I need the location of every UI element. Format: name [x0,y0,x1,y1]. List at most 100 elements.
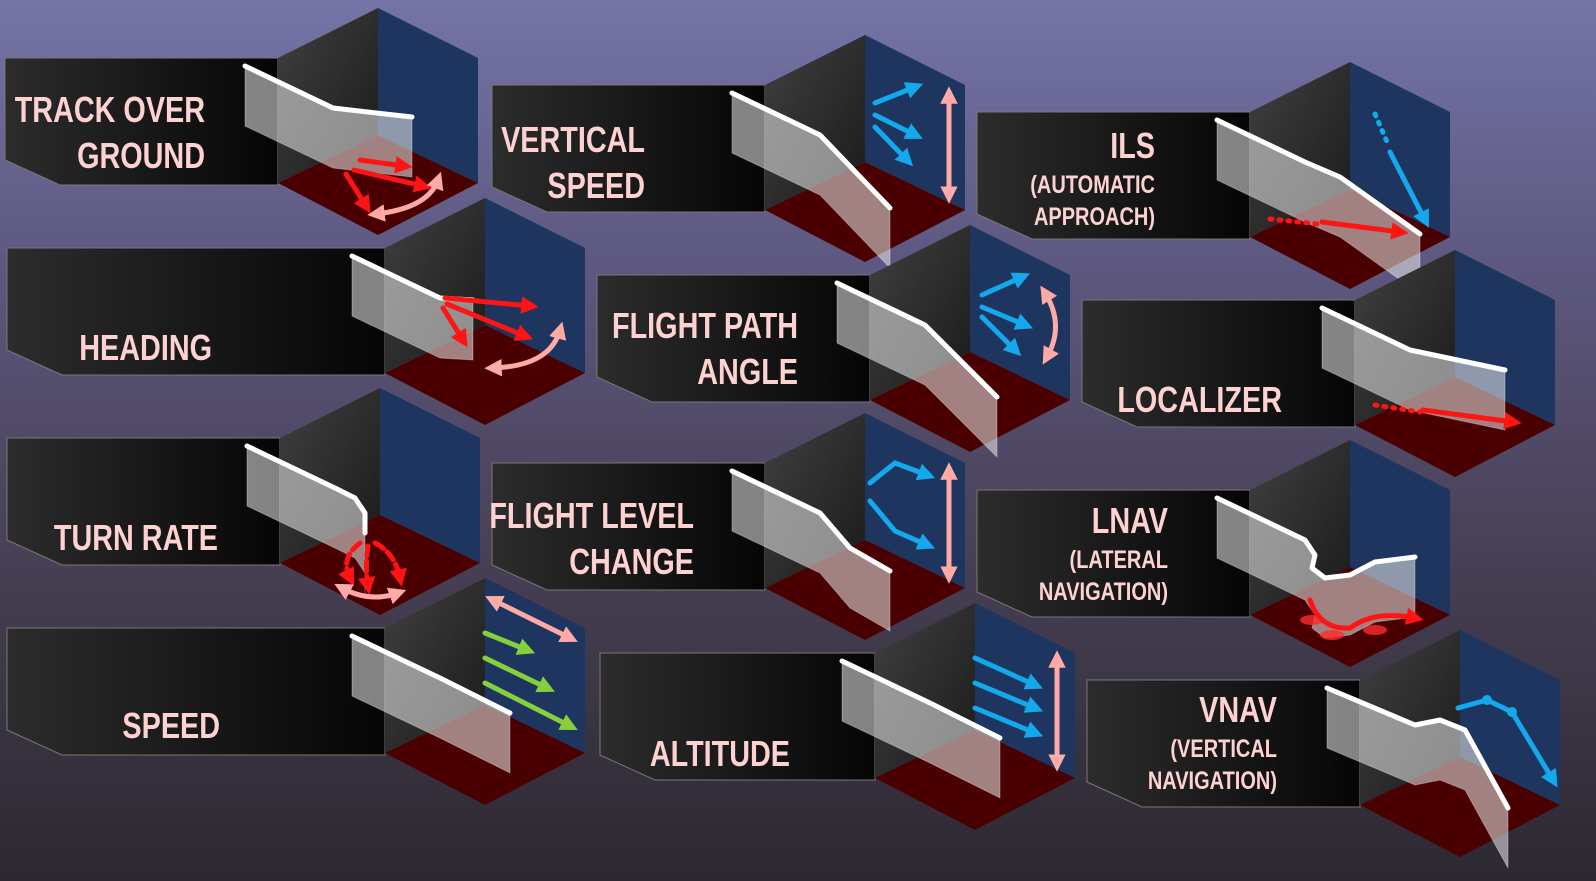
panel-flight-path-angle [596,225,1070,459]
label-box [976,489,1251,618]
speed-arrow [482,680,578,730]
panel-vertical-speed [491,35,965,270]
label-box [1086,679,1361,808]
label-vnav: VNAV (VERTICAL NAVIGATION) [1148,689,1277,795]
range-arrow [334,583,407,605]
vnav-arrow [1455,697,1558,788]
waypoint-marker [1507,707,1517,717]
speed-arrow [482,655,555,693]
flight-path [834,280,1000,459]
track-arrow [343,171,371,214]
panel-speed [6,578,585,805]
flight-path [839,658,1003,799]
label-line: VERTICAL [501,119,645,160]
label-box [1081,299,1356,428]
localizer-arrow [1420,407,1522,430]
vertical-arrow [872,124,914,167]
label-box [6,437,281,566]
vertical-arrow [972,705,1044,738]
label-line: APPROACH) [1034,203,1155,231]
route-line [1319,305,1508,373]
label-line: SPEED [122,705,220,746]
range-arrow [485,596,578,642]
localizer-dots [1372,402,1423,415]
panel-vnav [1086,630,1560,869]
label-turn-rate: TURN RATE [54,517,218,558]
label-line: SPEED [547,165,645,206]
back-wall [865,35,965,210]
label-box [976,111,1251,240]
turn-arrow [372,540,407,587]
label-box [491,462,766,591]
speed-arrow [482,630,536,655]
waypoint-marker [1320,630,1344,640]
label-line: (LATERAL [1070,546,1169,574]
label-line: HEADING [79,327,212,368]
flight-path [1324,685,1511,869]
label-speed: SPEED [122,705,220,746]
vertical-arrow [972,655,1043,690]
vertical-arrow [872,112,923,139]
waypoint-marker [1482,695,1492,705]
localizer-arrow [1319,219,1409,240]
waypoint-marker [1363,625,1387,635]
track-arrow [357,156,413,174]
label-line: LNAV [1092,500,1168,541]
label-line: ILS [1110,125,1155,166]
back-wall [380,388,480,563]
glideslope-dots [1372,111,1391,147]
back-wall [1350,62,1450,237]
panel-altitude [599,603,1075,830]
panel-turn-rate [6,388,480,615]
label-line: (VERTICAL [1170,735,1277,763]
panel-track-over-ground [4,8,478,235]
flight-path [1319,305,1508,431]
route-line [729,468,893,574]
label-lnav: LNAV (LATERAL NAVIGATION) [1039,500,1168,606]
range-arrow [1040,285,1059,365]
heading-arrow [440,305,468,348]
label-box [6,627,386,756]
flight-path [729,468,893,632]
label-line: VNAV [1199,689,1277,730]
turn-arrow [357,543,376,595]
range-arrow [367,171,444,222]
label-box [596,274,871,403]
route-line [244,443,368,536]
route-line [242,63,415,120]
localizer-dots [1267,216,1321,227]
route-line [1214,117,1423,237]
label-ils: ILS (AUTOMATIC APPROACH) [1030,125,1155,231]
vertical-arrow [979,272,1030,298]
vertical-arrow [979,314,1022,357]
range-arrow [484,321,567,377]
label-line: TURN RATE [54,517,218,558]
panel-lnav [976,440,1450,667]
panel-ils [976,62,1450,295]
route-line [839,658,1003,741]
label-altitude: ALTITUDE [650,733,790,774]
route-line [1214,495,1418,581]
vertical-arrow [867,498,936,550]
label-box [599,652,876,781]
vertical-arrow [872,82,924,106]
label-line: TRACK OVER [15,89,205,130]
label-flight-path-angle: FLIGHT PATH ANGLE [612,305,798,392]
back-wall [865,413,965,588]
label-line: NAVIGATION) [1148,767,1277,795]
label-box [6,247,386,376]
label-line: NAVIGATION) [1039,578,1168,606]
label-line: ALTITUDE [650,733,790,774]
route-line [729,90,893,211]
label-vertical-speed: VERTICAL SPEED [501,119,645,206]
heading-arrow [442,295,539,314]
label-flight-level-change: FLIGHT LEVEL CHANGE [489,495,694,582]
panel-heading [6,198,585,425]
label-heading: HEADING [79,327,212,368]
label-line: FLIGHT PATH [612,305,798,346]
label-line: GROUND [77,135,205,176]
flight-path [244,443,368,593]
lnav-arrow [1307,597,1424,631]
label-line: ANGLE [697,351,798,392]
